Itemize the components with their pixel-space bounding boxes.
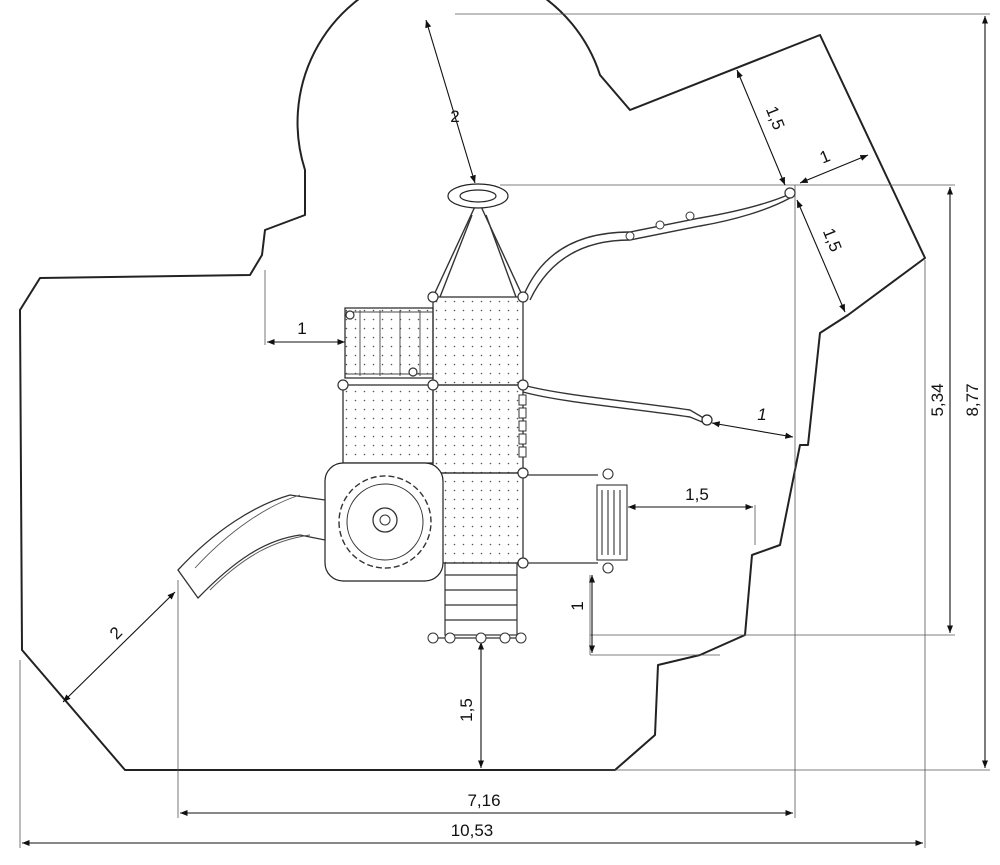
dim-top-right-gap	[799, 154, 869, 184]
bottom-ladder	[428, 562, 525, 639]
climbing-arch-upper	[522, 193, 791, 298]
label-zipline-gap: 1	[757, 405, 766, 424]
roof-panel	[324, 462, 444, 582]
dim-top-radius	[425, 19, 476, 184]
flower-center	[372, 507, 398, 533]
post-joints	[337, 187, 796, 569]
deck-left	[342, 384, 434, 464]
tube-slide	[177, 494, 326, 600]
label-overall-width: 10,53	[451, 821, 494, 840]
label-bench-gap: 1,5	[685, 485, 709, 504]
dim-top-right-a	[736, 69, 786, 186]
label-left-ladder: 1	[297, 319, 306, 338]
label-top-right-gap: 1	[817, 146, 833, 167]
deck-middle	[432, 384, 524, 474]
flower-ring	[338, 475, 432, 569]
label-bench-vertical: 1	[568, 601, 587, 610]
chain-link	[518, 394, 527, 458]
label-slide-zone: 2	[106, 623, 126, 643]
label-inner-width: 7,16	[467, 791, 500, 810]
dimension-lines	[22, 16, 989, 847]
dim-slide-zone	[62, 591, 176, 703]
top-swing-seat	[447, 183, 509, 209]
label-overall-height: 8,77	[963, 383, 982, 416]
label-top-right-a: 1,5	[762, 103, 788, 132]
label-top-radius: 2	[450, 107, 459, 126]
dim-zipline-gap	[711, 421, 794, 439]
bench	[596, 468, 628, 574]
label-bottom-gap: 1,5	[457, 698, 476, 722]
dim-top-right-b	[796, 199, 846, 313]
deck-bottom	[432, 472, 524, 564]
label-top-right-b: 1,5	[819, 225, 845, 254]
zipline-bar	[522, 384, 708, 421]
deck-top	[432, 296, 524, 386]
label-inner-height: 5,34	[928, 383, 947, 416]
play-structure	[177, 183, 796, 644]
